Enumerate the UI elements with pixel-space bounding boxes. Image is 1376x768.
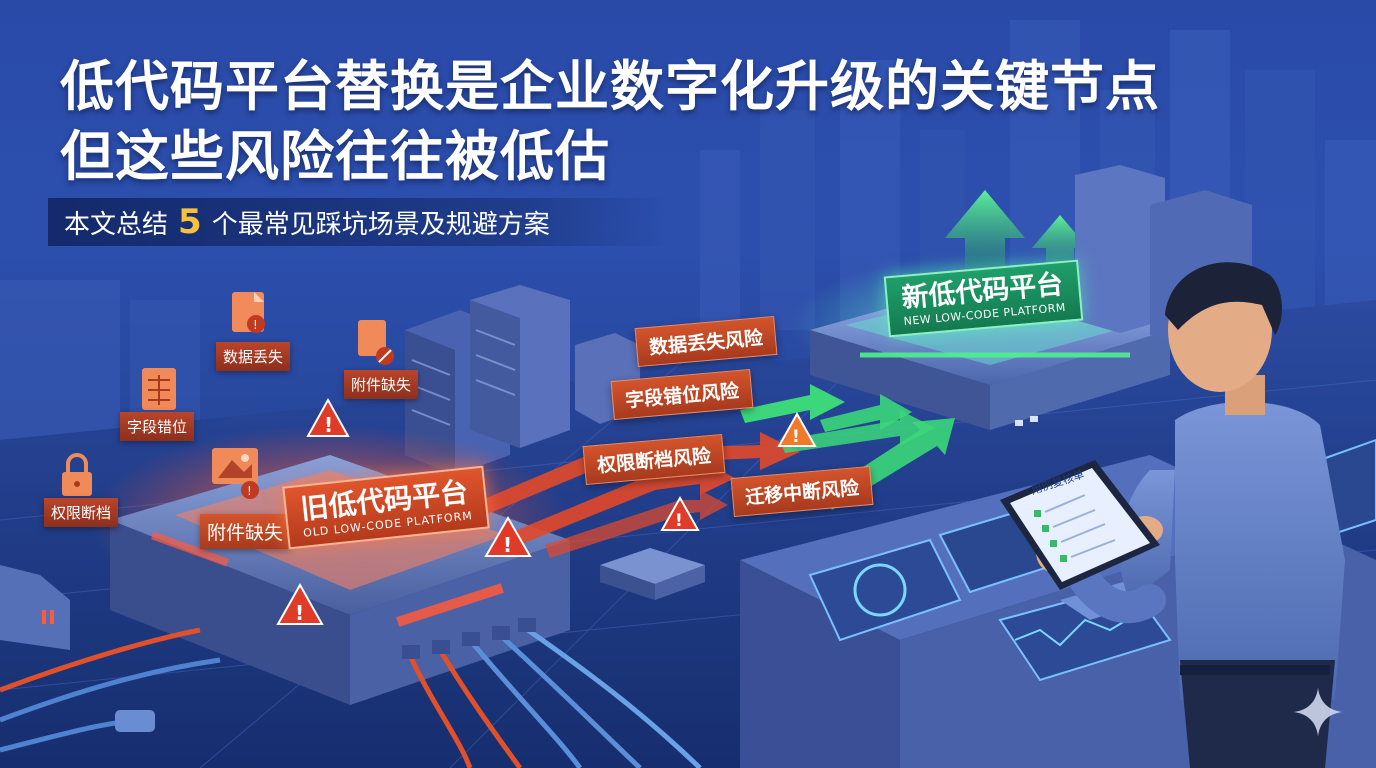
image-icon: ! (212, 448, 259, 499)
issue-tag-attachment-missing: 附件缺失 (200, 514, 291, 549)
doc-grid-icon (142, 368, 176, 410)
warning-icon: ! (660, 495, 700, 531)
warning-icon: ! (777, 411, 817, 447)
tablet-device (1000, 460, 1160, 590)
headline-line1: 低代码平台替换是企业数字化升级的关键节点 (60, 55, 1160, 118)
lock-icon (62, 453, 92, 496)
warning-icon: ! (306, 397, 350, 437)
svg-text:!: ! (675, 511, 683, 531)
left-device (0, 565, 70, 650)
svg-text:!: ! (295, 601, 304, 625)
warning-icon: ! (484, 516, 532, 557)
subtitle-prefix: 本文总结 (64, 210, 169, 240)
issue-tag-field-mismatch: 字段错位 (120, 412, 195, 441)
sparkle-icon (1294, 688, 1342, 736)
subtitle-bar: 本文总结 5 个最常见踩坑场景及规避方案 (48, 198, 668, 246)
warning-icons: ! ! ! ! ! (276, 397, 817, 625)
subtitle: 本文总结 5 个最常见踩坑场景及规避方案 (64, 202, 550, 242)
issue-tag-data-loss: 数据丢失 (216, 342, 291, 371)
small-device (600, 548, 705, 600)
svg-text:!: ! (503, 533, 512, 557)
cable-plugs (115, 618, 536, 732)
issue-tag-permission-gap: 权限断档 (44, 498, 119, 527)
svg-text:!: ! (253, 318, 258, 332)
issue-tag-attachment-missing-2: 附件缺失 (344, 370, 419, 399)
doc-broken-icon (358, 320, 394, 365)
svg-text:!: ! (324, 413, 333, 437)
document-icons: ! (62, 292, 394, 499)
svg-text:!: ! (247, 484, 252, 498)
subtitle-number: 5 (178, 202, 202, 242)
svg-text:!: ! (792, 427, 800, 447)
warning-icon: ! (276, 582, 324, 625)
headline-line2: 但这些风险往往被低估 (60, 125, 610, 188)
subtitle-suffix: 个最常见踩坑场景及规避方案 (211, 210, 550, 240)
doc-warning-icon: ! (232, 292, 265, 333)
server-racks (405, 285, 640, 475)
